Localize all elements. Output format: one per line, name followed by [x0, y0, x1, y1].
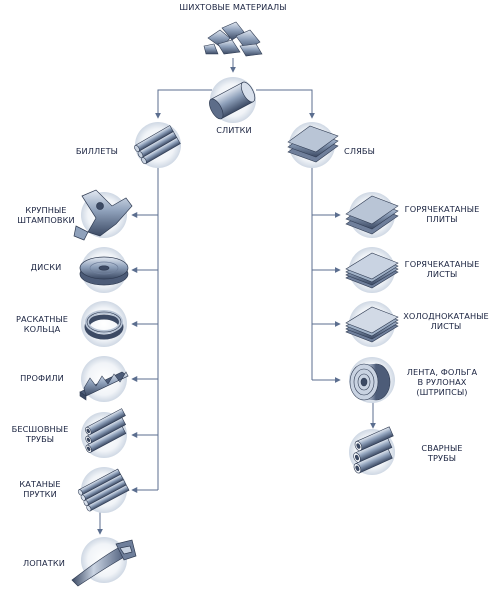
bar-bundle-icon [77, 468, 130, 512]
label-profiles: ПРОФИЛИ [20, 373, 64, 383]
connectors [97, 58, 376, 535]
label-large-forgings: КРУПНЫЕ ШТАМПОВКИ [17, 205, 75, 225]
profile-icon [79, 371, 129, 401]
arrow-ingots-to-slabs [256, 89, 315, 119]
coil-icon [349, 363, 391, 401]
label-rolled-rings: РАСКАТНЫЕ КОЛЬЦА [15, 314, 69, 334]
blade-icon [71, 539, 137, 587]
welded-tube-icon [353, 426, 394, 474]
label-seamless-tubes: БЕСШОВНЫЕ ТРУБЫ [11, 424, 69, 444]
label-welded-tubes: СВАРНЫЕ ТРУБЫ [421, 443, 463, 463]
label-rolled-bars: КАТАНЫЕ ПРУТКИ [19, 479, 61, 499]
label-blades: ЛОПАТКИ [23, 558, 65, 568]
label-hot-sheets: ГОРЯЧЕКАТАНЫЕ ЛИСТЫ [404, 259, 480, 279]
plate-stack-icon [345, 195, 399, 235]
arrow-ingots-to-billets [155, 89, 212, 119]
billet-bundle-icon [134, 125, 181, 165]
label-raw-materials: ШИХТОВЫЕ МАТЕРИАЛЫ [179, 2, 287, 12]
label-billets: БИЛЛЕТЫ [75, 146, 118, 156]
label-slabs: СЛЯБЫ [344, 146, 375, 156]
label-discs: ДИСКИ [30, 262, 62, 272]
scrap-pieces-icon [203, 21, 263, 57]
label-hot-plates: ГОРЯЧЕКАТАНЫЕ ПЛИТЫ [404, 204, 480, 224]
label-cold-sheets: ХОЛОДНОКАТАНЫЕ ЛИСТЫ [403, 311, 489, 331]
label-ingots: СЛИТКИ [216, 125, 252, 135]
ring-icon [84, 310, 124, 340]
ingot-cylinder-icon [209, 81, 256, 120]
forging-icon [73, 189, 133, 241]
label-strip-coils: ЛЕНТА, ФОЛЬГА В РУЛОНАХ (ШТРИПСЫ) [406, 367, 478, 397]
sheet-stack-icon-hot [345, 252, 399, 289]
sheet-stack-icon-cold [345, 306, 399, 343]
tube-stack-icon [85, 408, 127, 453]
slab-stack-icon [287, 125, 339, 163]
disc-icon [79, 256, 129, 286]
